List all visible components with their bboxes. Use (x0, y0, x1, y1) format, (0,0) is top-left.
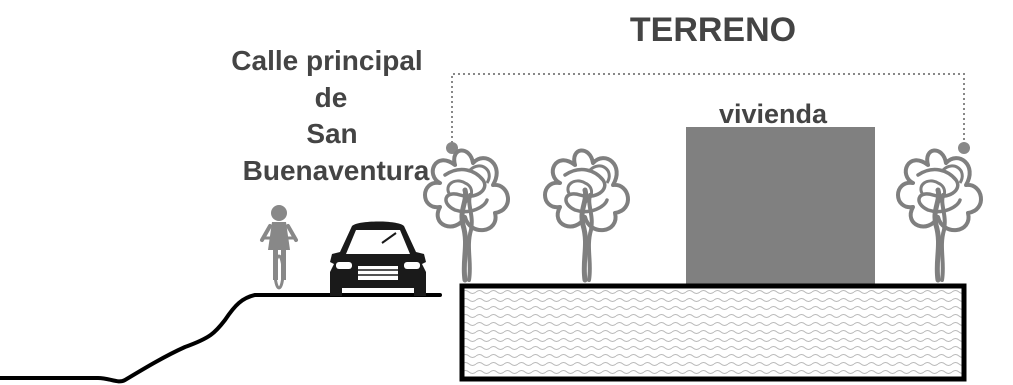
terreno-title: TERRENO (630, 11, 796, 49)
street-label: Calle principal de San Buenaventura (231, 45, 429, 186)
terreno-extent-line (451, 73, 965, 148)
ground-profile (0, 293, 442, 384)
street-label-line-1: Calle principal (231, 45, 422, 76)
house-label: vivienda (719, 99, 828, 129)
car-icon (330, 221, 426, 296)
soil-lot (459, 283, 967, 382)
tree-icon (898, 150, 981, 280)
tree-icon (425, 150, 508, 280)
street-label-line-4: Buenaventura (243, 155, 430, 186)
house-block (686, 127, 875, 287)
cyclist-icon (260, 205, 298, 290)
extent-marker-right (958, 142, 970, 154)
extent-marker-left (446, 142, 458, 154)
street-label-line-3: San (306, 118, 357, 149)
tree-icon (545, 150, 628, 280)
street-label-line-2: de (315, 82, 348, 113)
